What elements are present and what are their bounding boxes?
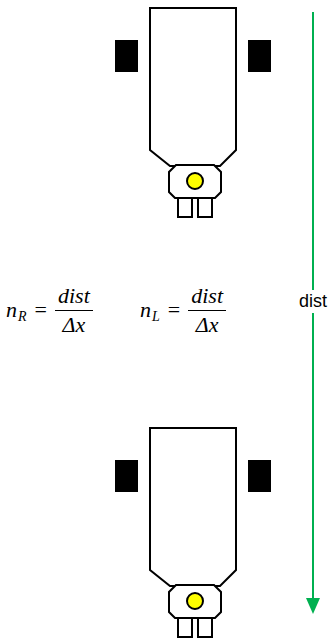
numerator: dist (188, 283, 226, 310)
robot-end (115, 428, 271, 637)
fraction: distΔx (55, 283, 93, 337)
variable-name: n (140, 297, 151, 323)
arrow-head (306, 598, 320, 614)
robot-start (115, 8, 271, 217)
variable-name: n (6, 297, 17, 323)
left-wheel-count-formula: nL = distΔx (140, 283, 226, 337)
denominator: Δx (193, 311, 222, 337)
equals-sign: = (168, 297, 180, 323)
distance-label: dist (297, 290, 329, 313)
denominator: Δx (60, 311, 89, 337)
equals-sign: = (35, 297, 47, 323)
numerator: dist (55, 283, 93, 310)
subscript: R (18, 309, 27, 325)
right-wheel-count-formula: nR = distΔx (6, 283, 93, 337)
subscript: L (152, 309, 160, 325)
fraction: distΔx (188, 283, 226, 337)
